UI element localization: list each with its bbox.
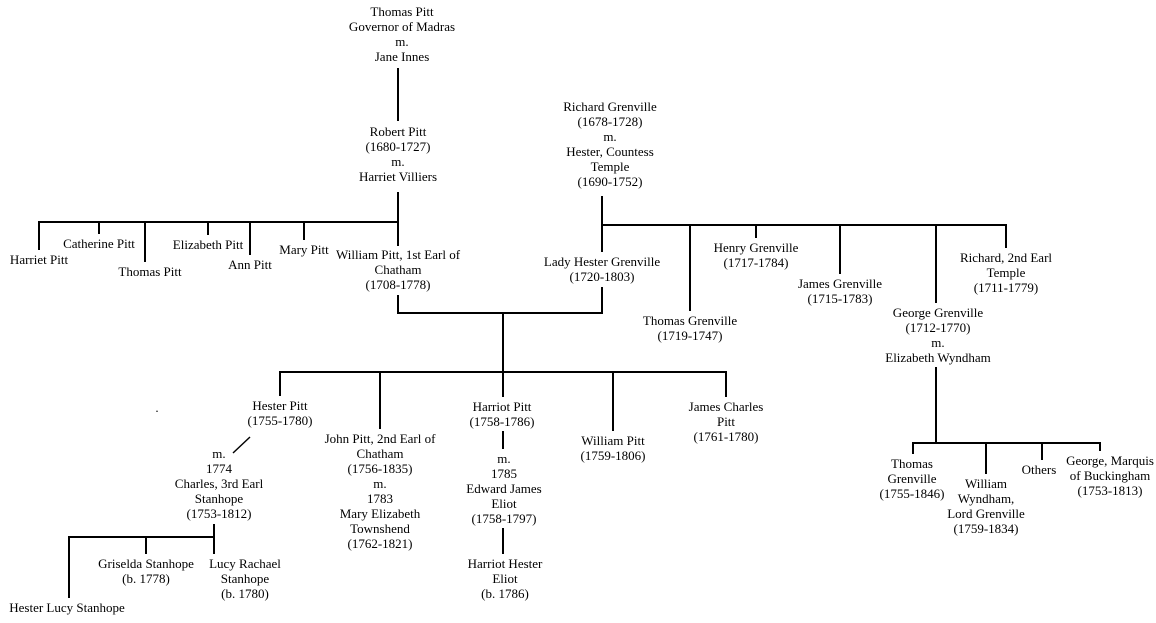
connector-line <box>1041 443 1043 460</box>
person-elizabeth-pitt: Elizabeth Pitt <box>172 237 244 252</box>
connector-line <box>502 528 504 554</box>
person-harriot-hester-eliot: Harriot Hester Eliot (b. 1786) <box>467 556 543 601</box>
connector-line <box>612 372 614 431</box>
sibling-line-stanhope <box>68 536 215 538</box>
person-robert-pitt: Robert Pitt (1680-1727) m. Harriet Villi… <box>358 124 438 184</box>
connector-line <box>38 222 40 250</box>
connector-line <box>303 222 305 240</box>
person-harriet-pitt: Harriet Pitt <box>9 252 69 267</box>
connector-line <box>1099 443 1101 451</box>
connector-line <box>839 225 841 274</box>
person-william-pitt-younger: William Pitt (1759-1806) <box>580 433 646 463</box>
connector-line <box>68 537 70 598</box>
person-hester-pitt: Hester Pitt (1755-1780) <box>247 398 313 428</box>
connector-line <box>912 443 914 454</box>
person-mary-pitt: Mary Pitt <box>279 242 329 257</box>
connector-line <box>213 537 215 554</box>
connector-line <box>397 295 399 314</box>
person-catherine-pitt: Catherine Pitt <box>63 236 135 251</box>
connector-line <box>985 443 987 474</box>
person-george-grenville: George Grenville (1712-1770) m. Elizabet… <box>885 305 991 365</box>
person-hester-lucy-stanhope: Hester Lucy Stanhope <box>9 600 125 615</box>
connector-line <box>502 431 504 449</box>
person-griselda-stanhope: Griselda Stanhope (b. 1778) <box>98 556 194 586</box>
connector-line <box>144 222 146 262</box>
person-richard-2nd-earl-temple: Richard, 2nd Earl Temple (1711-1779) <box>959 250 1053 295</box>
connector-line <box>502 313 504 397</box>
connector-line <box>98 222 100 234</box>
person-william-wyndham-lord-grenville: William Wyndham, Lord Grenville (1759-18… <box>947 476 1025 536</box>
person-william-pitt-1st-earl: William Pitt, 1st Earl of Chatham (1708-… <box>335 247 461 292</box>
person-james-grenville: James Grenville (1715-1783) <box>797 276 883 306</box>
connector-line <box>145 537 147 554</box>
connector-line <box>601 287 603 314</box>
connector-line <box>397 192 399 246</box>
person-thomas-grenville-younger: Thomas Grenville (1755-1846) <box>879 456 945 501</box>
person-charles-3rd-earl-stanhope: m. 1774 Charles, 3rd Earl Stanhope (1753… <box>174 446 264 521</box>
connector-line <box>1005 225 1007 248</box>
connector-line <box>397 68 399 121</box>
connector-line <box>379 372 381 429</box>
person-edward-james-eliot: m. 1785 Edward James Eliot (1758-1797) <box>466 451 542 526</box>
sibling-line-pitt-children <box>279 371 727 373</box>
person-henry-grenville: Henry Grenville (1717-1784) <box>713 240 799 270</box>
marriage-line-pitt-grenville <box>398 312 603 314</box>
connector-line <box>279 372 281 396</box>
stray-dot: . <box>155 400 159 415</box>
connector-line <box>213 524 215 538</box>
person-thomas-pitt-junior: Thomas Pitt <box>118 264 182 279</box>
connector-line <box>755 225 757 238</box>
connector-line <box>249 222 251 255</box>
person-john-pitt-2nd-earl: John Pitt, 2nd Earl of Chatham (1756-183… <box>324 431 436 551</box>
connector-line <box>935 225 937 303</box>
person-richard-grenville: Richard Grenville (1678-1728) m. Hester,… <box>563 99 657 189</box>
person-lucy-rachael-stanhope: Lucy Rachael Stanhope (b. 1780) <box>209 556 281 601</box>
connector-line <box>207 222 209 235</box>
person-thomas-grenville-elder: Thomas Grenville (1719-1747) <box>642 313 738 343</box>
person-ann-pitt: Ann Pitt <box>228 257 272 272</box>
connector-line <box>689 225 691 311</box>
sibling-line-grenville <box>601 224 1007 226</box>
connector-line <box>725 372 727 397</box>
sibling-line-pitt <box>38 221 399 223</box>
person-harriot-pitt: Harriot Pitt (1758-1786) <box>469 399 535 429</box>
connector-line <box>935 367 937 444</box>
diagonal-connector-line <box>232 436 251 454</box>
person-others: Others <box>1021 462 1057 477</box>
sibling-line-grenville-children <box>912 442 1101 444</box>
person-george-marquis-of-buckingham: George, Marquis of Buckingham (1753-1813… <box>1066 453 1154 498</box>
person-lady-hester-grenville: Lady Hester Grenville (1720-1803) <box>543 254 661 284</box>
person-james-charles-pitt: James Charles Pitt (1761-1780) <box>688 399 764 444</box>
person-thomas-pitt-governor: Thomas Pitt Governor of Madras m. Jane I… <box>348 4 456 64</box>
